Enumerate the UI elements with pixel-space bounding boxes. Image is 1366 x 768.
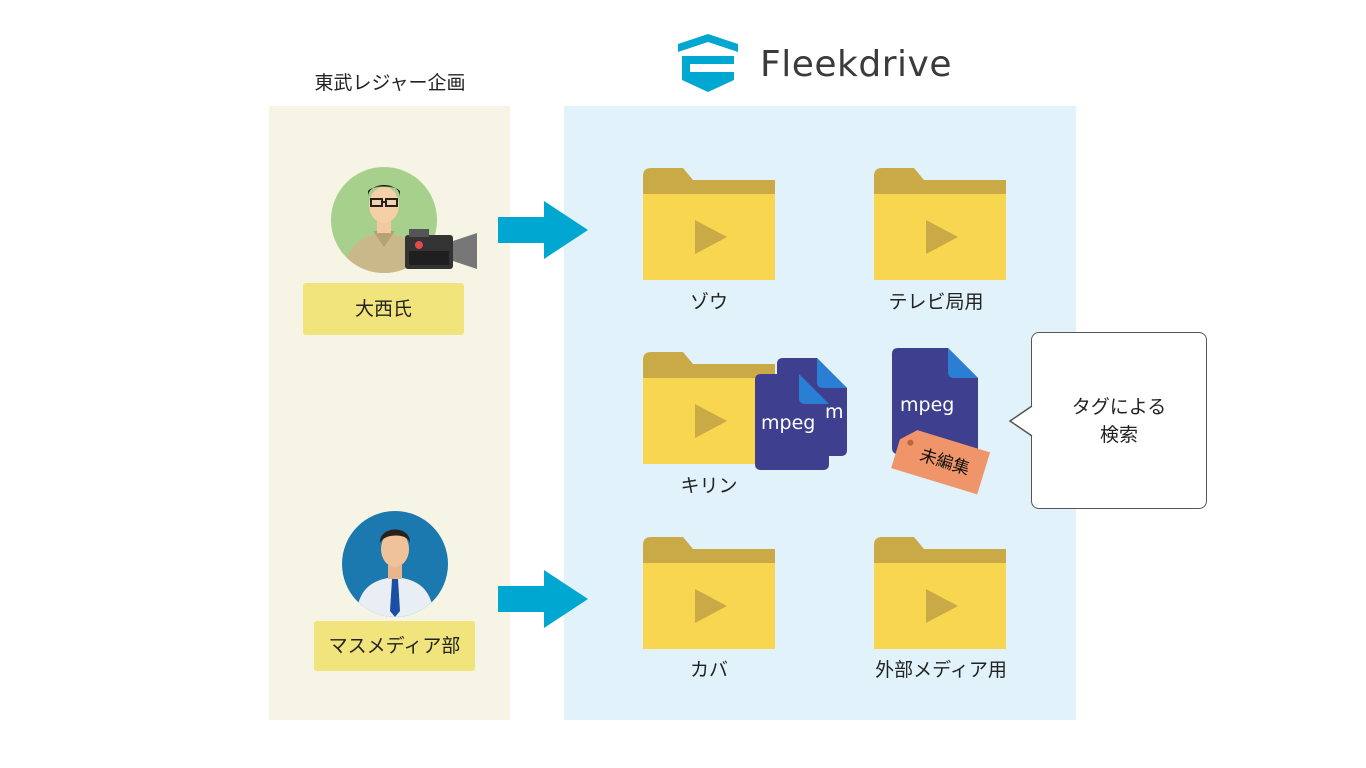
mpeg-single-label: mpeg [900,394,954,416]
user-label-mass-media: マスメディア部 [314,621,475,671]
businessman-avatar-icon [342,511,448,617]
fleekdrive-logo-text: Fleekdrive [760,44,952,85]
arrow-right-icon [498,201,588,259]
video-folder-icon[interactable] [643,537,775,649]
cameraman-avatar-icon [331,167,477,273]
video-folder-icon[interactable] [643,352,775,464]
user-label-onishi: 大西氏 [303,283,464,335]
video-folder-icon[interactable] [874,168,1006,280]
video-folder-icon[interactable] [874,537,1006,649]
mpeg-file-stack-icon[interactable]: m mpeg [755,358,850,470]
fleekdrive-logo-icon [678,34,738,92]
video-folder-icon[interactable] [643,168,775,280]
folder-label-tv-station: テレビ局用 [888,291,984,313]
mpeg-front-label: mpeg [761,412,815,434]
tag-search-callout: タグによる 検索 [1031,332,1207,509]
folder-label-elephant: ゾウ [689,291,728,313]
mpeg-file-tagged-icon[interactable]: mpeg 未編集 [891,348,996,495]
folder-label-hippo: カバ [689,659,728,681]
mpeg-back-label: m [825,401,844,423]
folder-label-external-media: 外部メディア用 [875,659,1007,681]
callout-line-1: タグによる [1071,395,1167,418]
arrow-right-icon [498,570,588,628]
organization-title: 東武レジャー企画 [314,72,466,94]
folder-label-giraffe: キリン [680,475,738,497]
callout-line-2: 検索 [1099,423,1138,446]
callout-pointer [1008,405,1033,437]
